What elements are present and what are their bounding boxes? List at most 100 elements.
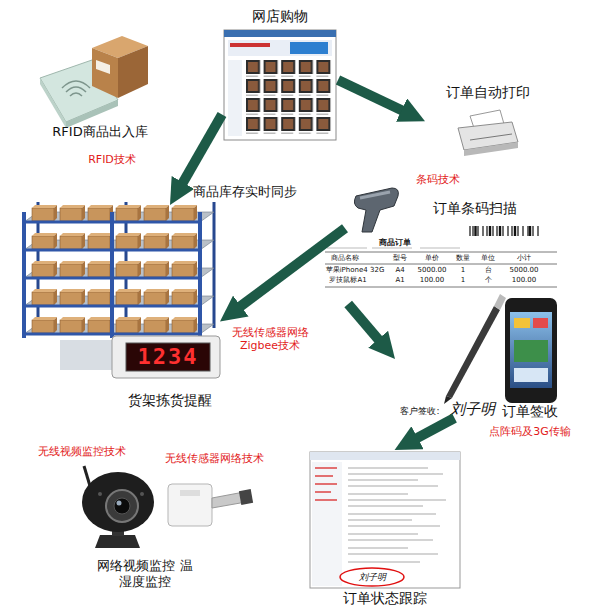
digital-pen: [494, 294, 506, 310]
shop-screenshot: [246, 60, 334, 136]
node-caption: 商品订单: [365, 238, 425, 248]
technology-label: 点阵码及3G传输: [489, 426, 571, 439]
printer: [458, 110, 518, 156]
shelf-display: [60, 340, 112, 370]
node-caption: 网店购物: [222, 8, 338, 25]
table-cell: 5000.00: [418, 266, 447, 274]
technology-label: 无线视频监控技术: [38, 446, 126, 459]
cardboard-box: [92, 36, 148, 98]
table-cell: 台: [485, 266, 492, 274]
ip-camera: [98, 492, 102, 496]
table-cell: 数量: [456, 254, 470, 262]
node-caption: 网络视频监控 温湿度监控: [95, 558, 195, 589]
humidity-sensor: [180, 490, 200, 496]
order-sheet: [325, 252, 557, 287]
printer: [464, 142, 518, 156]
ip-camera: [84, 466, 90, 486]
table-cell: 商品名称: [331, 254, 359, 262]
table-cell: 罗技鼠标A1: [329, 276, 366, 284]
ip-camera: [106, 490, 138, 522]
display-digits: 1234: [138, 344, 199, 369]
smartphone: [505, 298, 557, 403]
flow-arrow: [412, 418, 454, 441]
flow-arrow: [348, 304, 382, 344]
diagram-node: 订单自动打印: [425, 80, 550, 155]
smartphone: [514, 318, 530, 328]
signature-field: 客户签收:: [400, 406, 439, 416]
tracking-screenshot: [312, 462, 342, 586]
table-cell: 1: [461, 266, 465, 274]
humidity-sensor: [239, 489, 253, 505]
tracking-screenshot: [348, 468, 446, 562]
digital-pen: [446, 306, 500, 398]
node-caption: 订单自动打印: [425, 84, 550, 101]
table-cell: 苹果iPhone4 32G: [326, 266, 385, 274]
tracking-screenshot: [310, 452, 460, 588]
shop-screenshot: [224, 30, 336, 140]
shelf-display: [112, 336, 220, 378]
node-caption: 订单签收: [495, 403, 565, 420]
cardboard-box: [96, 60, 110, 74]
storage-shelf: [24, 212, 200, 338]
shelf-display: [60, 336, 220, 378]
barcode-scanner: [360, 192, 390, 198]
smartphone: [505, 298, 557, 403]
ip-camera: [114, 498, 130, 514]
humidity-sensor: [168, 484, 253, 526]
tracking-screenshot: [340, 568, 404, 586]
table-cell: 5000.00: [510, 266, 539, 274]
flow-arrow: [236, 228, 345, 309]
node-caption: 货架拣货提醒: [110, 392, 230, 409]
shop-screenshot: [230, 43, 270, 47]
shop-screenshot: [224, 30, 336, 37]
technology-label: RFID技术: [88, 154, 136, 167]
diagram-node: 订单状态跟踪: [305, 450, 465, 610]
table-cell: 单价: [425, 254, 439, 262]
technology-label: 条码技术: [416, 174, 460, 187]
digital-pen: [444, 294, 506, 404]
smartphone: [510, 312, 552, 388]
storage-shelf: [24, 202, 214, 338]
tracking-screenshot: [310, 452, 460, 460]
technology-label: 无线传感器网络 Zigbee技术: [228, 327, 312, 352]
diagram-node: 货架拣货提醒: [20, 205, 220, 417]
smartphone: [533, 318, 548, 328]
table-cell: 型号: [393, 254, 407, 262]
diagram-node: 网店购物: [222, 4, 338, 142]
table-cell: A4: [395, 266, 404, 274]
ip-camera: [82, 472, 154, 532]
table-cell: 100.00: [512, 276, 537, 284]
printer: [470, 134, 512, 140]
technology-label: 无线传感器网络技术: [165, 453, 264, 466]
rfid-reader: [40, 78, 66, 128]
rfid-reader: [62, 81, 90, 96]
ip-camera: [140, 492, 144, 496]
barcode-scanner: [354, 188, 398, 232]
rfid-reader: [66, 100, 118, 128]
smartphone: [514, 368, 548, 382]
cardboard-box: [92, 48, 118, 98]
node-caption: 订单条码扫描: [420, 200, 530, 217]
diagram-node: 订单签收: [395, 300, 565, 418]
diagram-node: 订单条码扫描: [345, 185, 530, 233]
table-cell: 1: [461, 276, 465, 284]
table-cell: 小计: [517, 254, 531, 262]
table-cell: 100.00: [420, 276, 445, 284]
edge-label: 商品库存实时同步: [193, 184, 297, 199]
signature-text: 刘子明: [359, 572, 386, 582]
ip-camera: [95, 535, 140, 548]
cardboard-box: [118, 46, 148, 98]
ip-camera: [117, 501, 122, 506]
node-caption: RFID商品出入库: [35, 124, 165, 140]
ip-camera: [82, 466, 154, 548]
tracking-screenshot: [315, 468, 337, 500]
tracking-screenshot: [310, 452, 460, 588]
shop-screenshot: [290, 42, 328, 54]
barcode-scanner: [354, 188, 398, 232]
shop-screenshot: [228, 60, 242, 136]
diagram-node: 网络视频监控 温湿度监控: [35, 445, 260, 595]
table-cell: 单位: [481, 254, 495, 262]
